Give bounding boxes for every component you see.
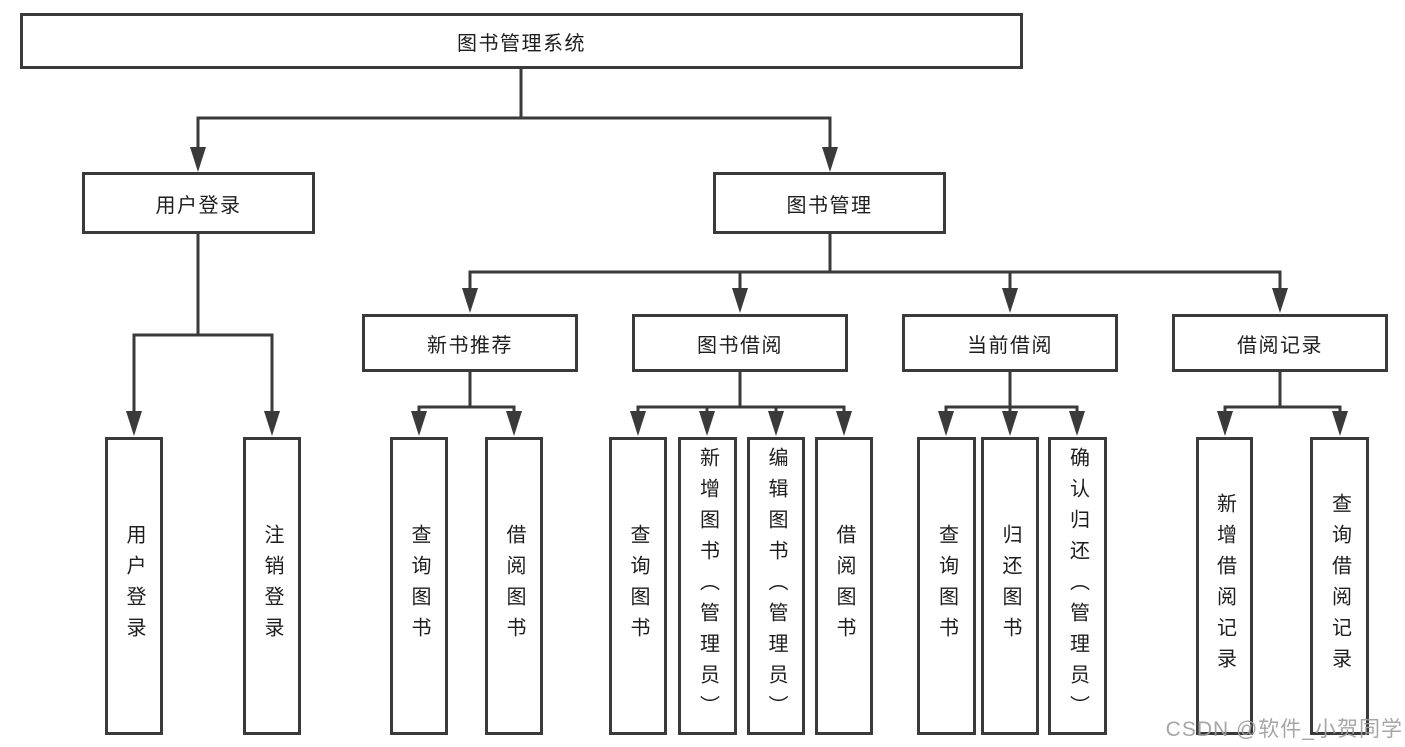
node-book-borrow: 图书借阅 — [632, 314, 848, 372]
node-root-label: 图书管理系统 — [457, 32, 586, 55]
leaf-add-borrow-record-label: 新增借阅记录 — [1213, 493, 1236, 679]
leaf-edit-book-admin-label: 编辑图书（管理员） — [765, 446, 787, 726]
node-user-login-label: 用户登录 — [155, 194, 242, 217]
leaf-confirm-return-admin-label: 确认归还（管理员） — [1066, 446, 1089, 726]
node-current-borrow-label: 当前借阅 — [967, 334, 1053, 357]
leaf-borrow-books-label: 借阅图书 — [833, 524, 855, 648]
node-user-login: 用户登录 — [82, 172, 315, 234]
node-root: 图书管理系统 — [20, 13, 1023, 69]
leaf-query-borrow-record: 查询借阅记录 — [1310, 437, 1369, 735]
node-borrow-records-label: 借阅记录 — [1237, 334, 1323, 357]
leaf-edit-book-admin: 编辑图书（管理员） — [747, 437, 805, 735]
leaf-logout-label: 注销登录 — [261, 524, 283, 648]
node-book-management-label: 图书管理 — [786, 194, 873, 217]
leaf-add-borrow-record: 新增借阅记录 — [1196, 437, 1253, 735]
leaf-user-login: 用户登录 — [105, 437, 163, 735]
leaf-borrow-books-recommend-label: 借阅图书 — [503, 524, 525, 648]
leaf-add-book-admin-label: 新增图书（管理员） — [696, 446, 719, 726]
node-borrow-records: 借阅记录 — [1172, 314, 1388, 372]
leaf-query-books-recommend-label: 查询图书 — [408, 524, 430, 648]
leaf-query-books-current: 查询图书 — [917, 437, 976, 735]
csdn-watermark: CSDN @软件_小贺同学 — [1165, 718, 1403, 741]
leaf-add-book-admin: 新增图书（管理员） — [678, 437, 737, 735]
node-book-management: 图书管理 — [713, 172, 946, 234]
node-new-book-recommend: 新书推荐 — [362, 314, 578, 372]
node-book-borrow-label: 图书借阅 — [697, 334, 783, 357]
leaf-return-book: 归还图书 — [981, 437, 1039, 735]
leaf-borrow-books: 借阅图书 — [815, 437, 873, 735]
leaf-return-book-label: 归还图书 — [999, 524, 1021, 648]
leaf-user-login-label: 用户登录 — [123, 524, 145, 648]
leaf-logout: 注销登录 — [243, 437, 301, 735]
leaf-confirm-return-admin: 确认归还（管理员） — [1048, 437, 1107, 735]
leaf-query-borrow-record-label: 查询借阅记录 — [1328, 493, 1351, 679]
leaf-query-books-borrow-label: 查询图书 — [627, 524, 649, 648]
leaf-query-books-recommend: 查询图书 — [390, 437, 448, 735]
leaf-query-books-borrow: 查询图书 — [609, 437, 667, 735]
leaf-borrow-books-recommend: 借阅图书 — [485, 437, 543, 735]
node-current-borrow: 当前借阅 — [902, 314, 1118, 372]
leaf-query-books-current-label: 查询图书 — [935, 524, 958, 648]
node-new-book-recommend-label: 新书推荐 — [427, 334, 513, 357]
